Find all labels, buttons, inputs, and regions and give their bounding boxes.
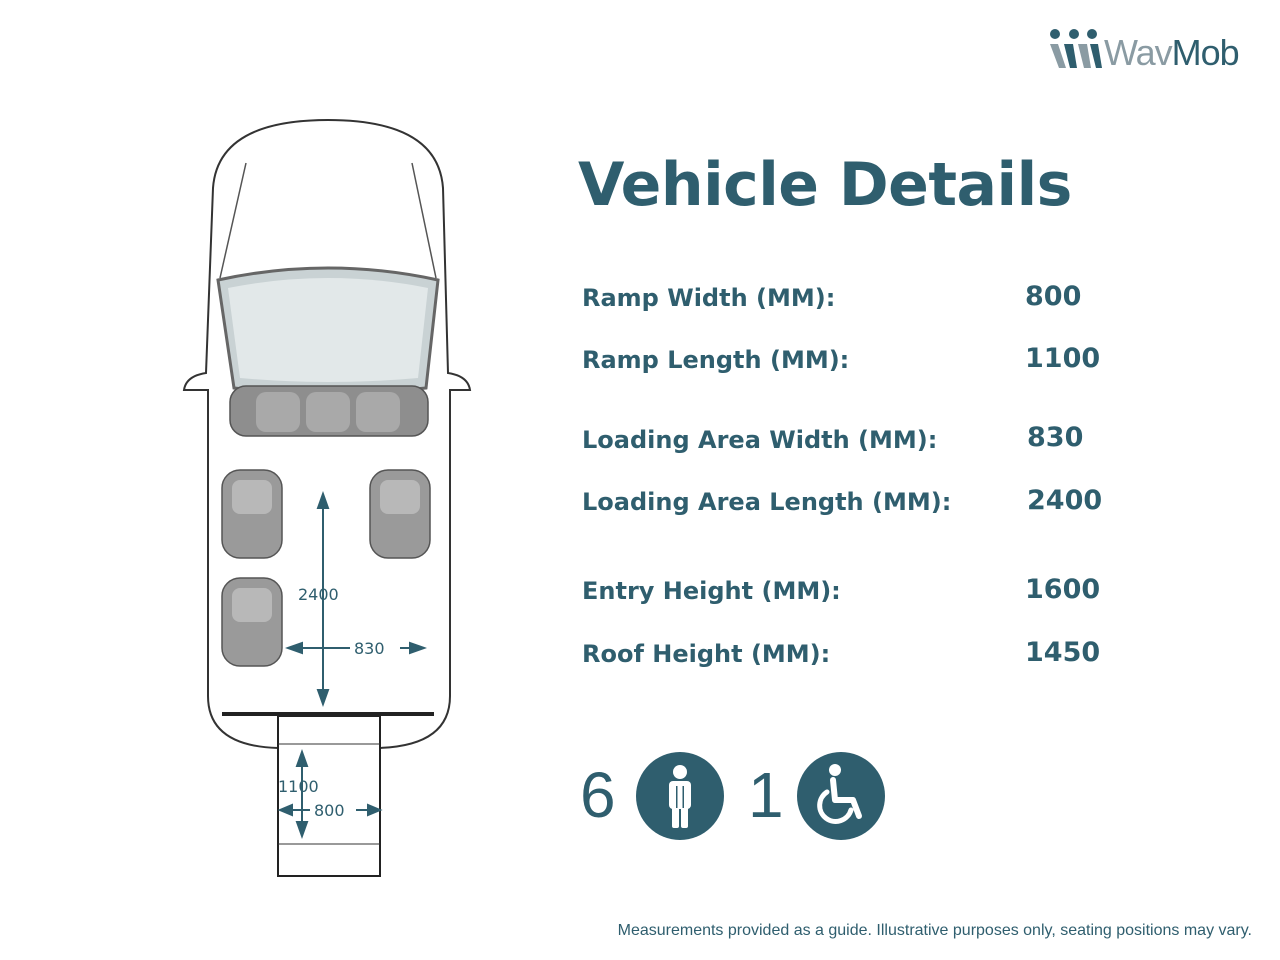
spec-value-roof-height: 1450 <box>1025 637 1101 668</box>
wavmob-logo: WavMob <box>1046 28 1266 76</box>
spec-value-ramp-width: 800 <box>1025 281 1082 312</box>
disclaimer-text: Measurements provided as a guide. Illust… <box>617 922 1252 939</box>
spec-label-loading-length: Loading Area Length (MM): <box>582 488 952 516</box>
vehicle-floorplan-diagram: 2400 830 1100 800 <box>182 118 472 877</box>
person-icon <box>636 752 724 840</box>
wavmob-logo-icon <box>1050 29 1102 68</box>
loading-width-dim: 830 <box>354 639 385 658</box>
spec-label-ramp-length: Ramp Length (MM): <box>582 346 850 374</box>
wheelchair-count: 1 <box>748 759 784 831</box>
spec-label-roof-height: Roof Height (MM): <box>582 640 831 668</box>
spec-value-loading-width: 830 <box>1027 422 1084 453</box>
spec-label-entry-height: Entry Height (MM): <box>582 577 841 605</box>
brand-name: WavMob <box>1104 32 1240 73</box>
ramp-width-dim: 800 <box>314 801 345 820</box>
spec-value-loading-length: 2400 <box>1027 485 1103 516</box>
ramp-length-dim: 1100 <box>278 777 319 796</box>
spec-label-ramp-width: Ramp Width (MM): <box>582 284 836 312</box>
page-title: Vehicle Details <box>578 150 1072 220</box>
loading-length-dim: 2400 <box>298 585 339 604</box>
spec-value-ramp-length: 1100 <box>1025 343 1101 374</box>
passenger-count: 6 <box>580 759 616 831</box>
spec-value-entry-height: 1600 <box>1025 574 1101 605</box>
spec-label-loading-width: Loading Area Width (MM): <box>582 426 938 454</box>
wheelchair-icon <box>797 752 885 840</box>
